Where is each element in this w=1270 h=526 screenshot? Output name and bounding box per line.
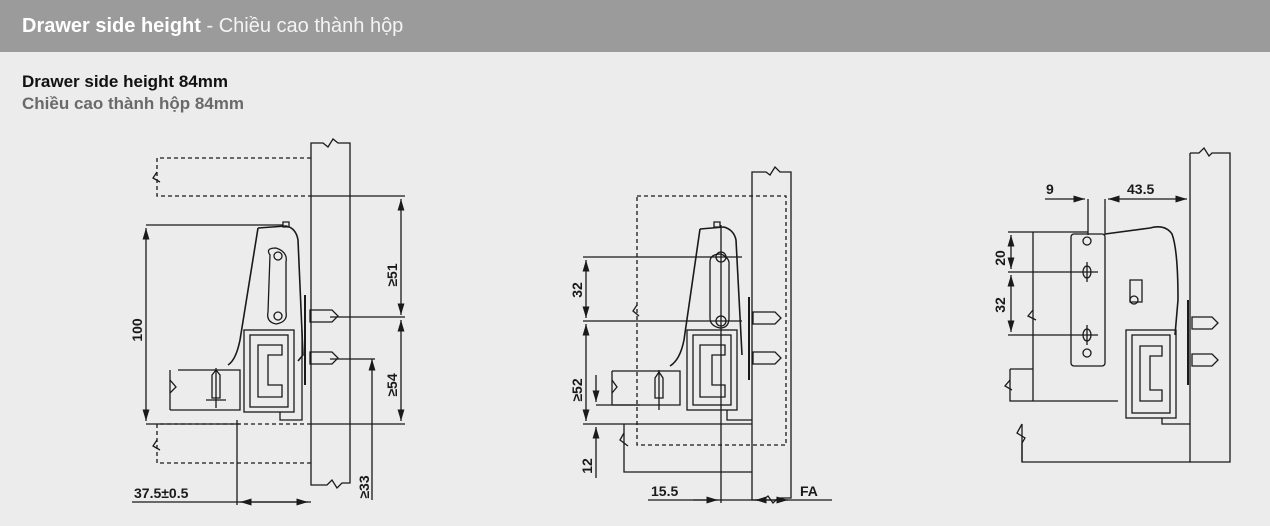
dim-offset-left: 37.5±0.5 <box>134 485 189 501</box>
dim-offset-mid: 15.5 <box>651 483 678 499</box>
dim-hole-spacing-right: 32 <box>992 297 1008 313</box>
dim-lower-height: ≥52 <box>569 378 585 401</box>
dim-lower-clearance: ≥54 <box>384 373 400 396</box>
dim-bottom-gap: 12 <box>579 458 595 474</box>
header-title-bold: Drawer side height <box>22 14 201 37</box>
dim-top-spacing: 20 <box>992 250 1008 266</box>
dim-hole-offset: 9 <box>1046 181 1054 197</box>
header-title-sub: Chiều cao thành hộp <box>218 14 404 37</box>
figure-left <box>132 138 405 506</box>
dim-depth: 43.5 <box>1127 181 1154 197</box>
figure-right <box>1004 146 1231 463</box>
page-header: Drawer side height - Chiều cao thành hộp <box>0 0 1270 52</box>
dim-bottom-clearance: ≥33 <box>356 475 372 498</box>
dim-upper-clearance: ≥51 <box>384 263 400 286</box>
section-title-en: Drawer side height 84mm <box>22 72 228 91</box>
header-separator: - <box>200 14 219 37</box>
header-title: Drawer side height - Chiều cao thành hộp <box>22 15 403 38</box>
dim-front-allowance: FA <box>800 483 818 499</box>
dim-hole-spacing-mid: 32 <box>569 282 585 298</box>
section-title-vi: Chiều cao thành hộp 84mm <box>22 94 244 113</box>
figure-middle <box>582 165 832 505</box>
section-titles: Drawer side height 84mm Chiều cao thành … <box>22 71 244 115</box>
dim-height-total: 100 <box>129 318 145 342</box>
